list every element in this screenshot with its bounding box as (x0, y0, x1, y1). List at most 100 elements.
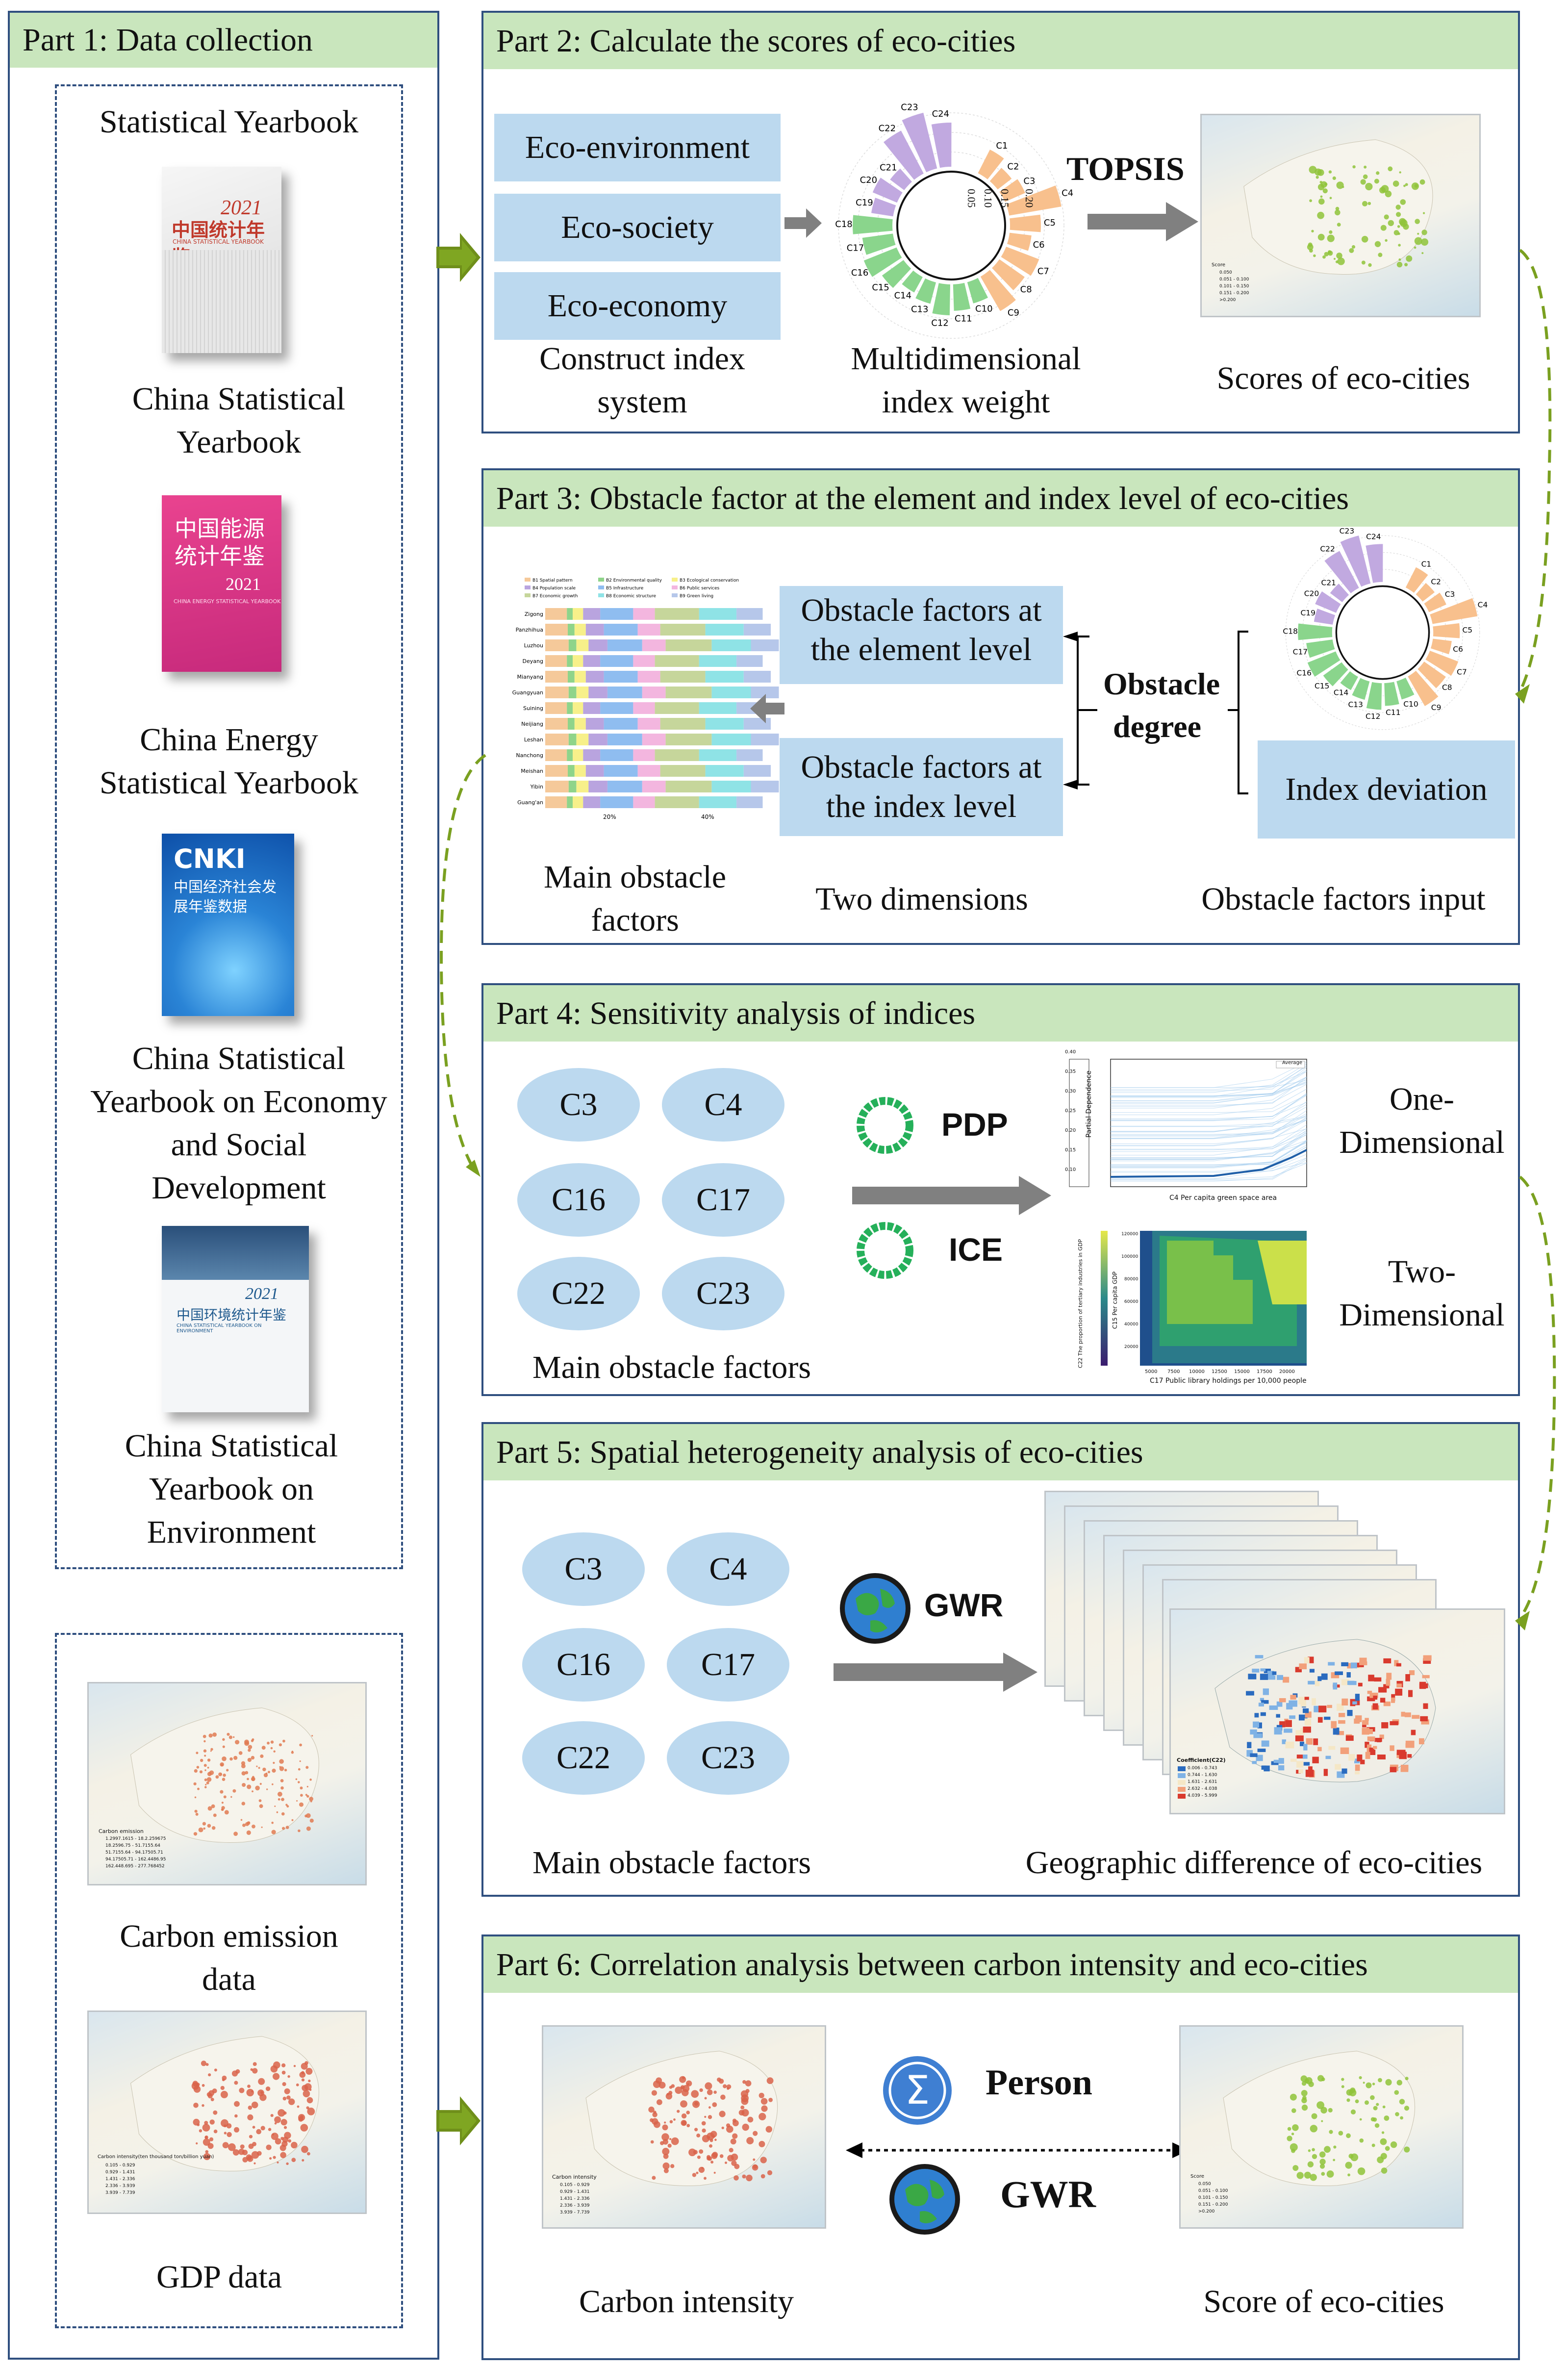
map-dot (307, 2108, 315, 2115)
heat-xtick-0: 5000 (1145, 1369, 1158, 1374)
bar-segment (545, 781, 569, 792)
heatmap-plot: C17 Public library holdings per 10,000 p… (1066, 1221, 1312, 1388)
map-dot (245, 1822, 249, 1826)
map-dot (1421, 252, 1424, 255)
map-dot (738, 2110, 745, 2116)
bar-segment (665, 687, 712, 698)
bar-segment (545, 671, 568, 683)
bar-segment (751, 781, 779, 792)
map-dot (1315, 176, 1319, 179)
map-dot (741, 2097, 749, 2105)
bar-segment (655, 655, 699, 667)
bar-segment (660, 671, 706, 683)
ice-line (1111, 1094, 1307, 1113)
map-dot (1361, 260, 1366, 265)
bar-segment (633, 796, 655, 808)
map-dot (248, 2143, 254, 2149)
map-dot (1350, 2109, 1356, 2114)
score2-legend-4: >0.200 (1198, 2209, 1215, 2214)
map-dot (247, 1757, 252, 1762)
map-dot (242, 1783, 246, 1787)
radial-bar (1323, 662, 1348, 687)
bar-segment (588, 639, 607, 651)
map-dot (282, 2137, 289, 2143)
map-dot (205, 2063, 209, 2066)
heat-ytick-0: 120000 (1121, 1232, 1138, 1237)
bar-segment (633, 702, 655, 714)
gdp-map-legend-2: 1.431 - 2.336 (105, 2177, 135, 2182)
gwr-region (1296, 1770, 1301, 1774)
score2-legend-title: Score (1190, 2174, 1205, 2179)
map-dot (677, 2110, 680, 2113)
radial-label: C23 (1340, 527, 1354, 535)
bar-segment (743, 765, 771, 777)
map-dot (251, 1756, 255, 1760)
gwr-region (1383, 1658, 1391, 1664)
map-dot (1404, 2106, 1410, 2111)
map-dot (1380, 2138, 1387, 2145)
bar-segment (637, 718, 660, 730)
ice-label: ICE (949, 1231, 1003, 1268)
gwr-region (1321, 1673, 1328, 1680)
map-dot (1364, 165, 1367, 169)
map-dot (696, 2171, 699, 2174)
map-dot (1304, 2171, 1311, 2179)
gwr-region (1409, 1670, 1415, 1676)
map-dot (653, 2080, 661, 2088)
radial-bar (1396, 677, 1415, 700)
gwr-region (1303, 1708, 1309, 1713)
map-dot (1321, 2172, 1325, 2176)
book-cover-statistical: 2021 中国统计年鉴 CHINA STATISTICAL YEARBOOK (162, 167, 281, 353)
ice-line (1111, 1140, 1307, 1168)
map-dot (720, 2094, 726, 2100)
gwr-region (1378, 1687, 1387, 1693)
gwr-region (1263, 1688, 1269, 1695)
gwr-region (1366, 1729, 1373, 1734)
map-dot (242, 2157, 248, 2163)
map-dot (760, 2157, 767, 2163)
gwr-region (1419, 1683, 1428, 1688)
bar-segment (545, 765, 568, 777)
ci-legend-1: 0.929 - 1.431 (560, 2189, 590, 2194)
radial-bar (1424, 592, 1446, 612)
map-dot (767, 2170, 773, 2175)
map-dot (207, 1758, 211, 1762)
map-dot (252, 1778, 255, 1782)
bar-segment (705, 624, 744, 636)
radial-bar (1307, 651, 1340, 677)
map-dot (309, 1818, 314, 1823)
map-dot (305, 2068, 313, 2075)
map-dot (284, 1769, 287, 1772)
gwr-legend-4: 4.039 - 5.999 (1188, 1793, 1217, 1798)
map-dot (1376, 171, 1380, 175)
bar-city-label: Neijiang (521, 721, 543, 727)
map-dot (247, 2114, 253, 2120)
book2-sub: CHINA ENERGY STATISTICAL YEARBOOK (174, 598, 281, 605)
map-dot (257, 2151, 262, 2156)
bar-segment (588, 734, 607, 745)
map-dot (1405, 2077, 1409, 2081)
map-dot (1337, 223, 1341, 227)
map-dot (765, 2126, 772, 2133)
gwr-region (1273, 1759, 1280, 1763)
gwr-region (1338, 1720, 1345, 1724)
map-dot (1317, 211, 1324, 219)
radial-bar (1340, 671, 1359, 690)
radial-label: C11 (955, 313, 972, 324)
gwr-region (1328, 1662, 1335, 1666)
gwr-region (1276, 1714, 1280, 1718)
gwr-region (1379, 1734, 1384, 1739)
radial-label: C8 (1442, 683, 1452, 692)
book1-sub: CHINA STATISTICAL YEARBOOK (173, 238, 264, 245)
scores-label: Scores of eco-cities (1216, 360, 1470, 396)
part4-ellipse-c16: C16 (517, 1163, 640, 1237)
radial-weight-chart-2: C1C2C3C4C5C6C7C8C9C10C11C12C13C14C15C16C… (1283, 527, 1488, 730)
map-dot (1291, 2148, 1295, 2153)
bar-city-label: Suining (523, 705, 543, 712)
map-dot (1395, 2112, 1399, 2116)
map-dot (302, 2085, 308, 2091)
gwr-region (1295, 1735, 1304, 1741)
gwr-region (1347, 1663, 1353, 1669)
map-dot (1308, 2081, 1314, 2087)
bar-segment (600, 749, 633, 761)
